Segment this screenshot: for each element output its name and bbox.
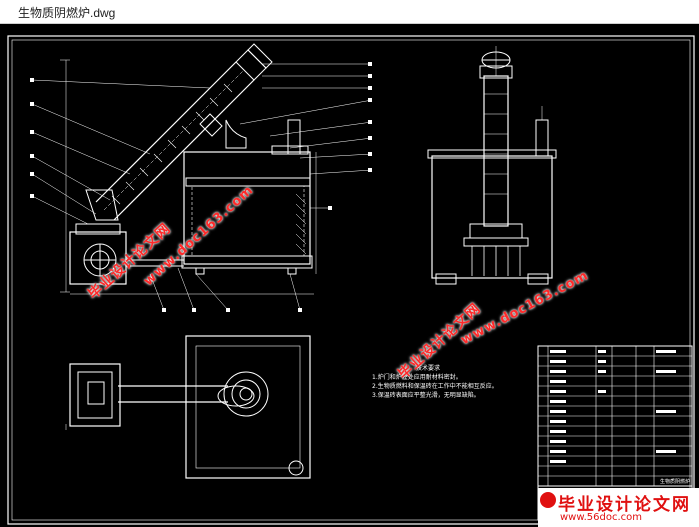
tech-note-1: 1.炉门和炉膛处应用耐材料密封。	[372, 374, 462, 381]
cad-linework	[7, 35, 695, 525]
side-view	[427, 46, 557, 285]
cad-drawing-canvas[interactable]: 技术要求 1.炉门和炉膛处应用耐材料密封。 2.生物质燃料和保温砖在工作中不能相…	[0, 24, 699, 527]
watermark-logo: 毕业设计论文网 www.56doc.com	[538, 488, 699, 527]
window-title: 生物质阴燃炉.dwg	[18, 6, 116, 20]
logo-mark-icon	[540, 492, 556, 508]
title-block-fills	[550, 350, 676, 463]
logo-site-name: 毕业设计论文网	[558, 495, 691, 515]
title-block	[537, 345, 693, 521]
logo-url: www.56doc.com	[560, 512, 643, 523]
tech-notes-heading: 技术要求	[416, 365, 441, 372]
front-view	[30, 43, 373, 312]
tech-note-2: 2.生物质燃料和保温砖在工作中不能相互反应。	[372, 383, 498, 390]
technical-requirements: 技术要求 1.炉门和炉膛处应用耐材料密封。 2.生物质燃料和保温砖在工作中不能相…	[372, 364, 542, 400]
top-view	[65, 335, 311, 479]
window-titlebar: 生物质阴燃炉.dwg	[0, 0, 699, 24]
tech-note-3: 3.保温砖表面应平整光滑，无明显缺陷。	[372, 392, 480, 399]
title-block-name: 生物质阴燃炉	[660, 479, 691, 485]
